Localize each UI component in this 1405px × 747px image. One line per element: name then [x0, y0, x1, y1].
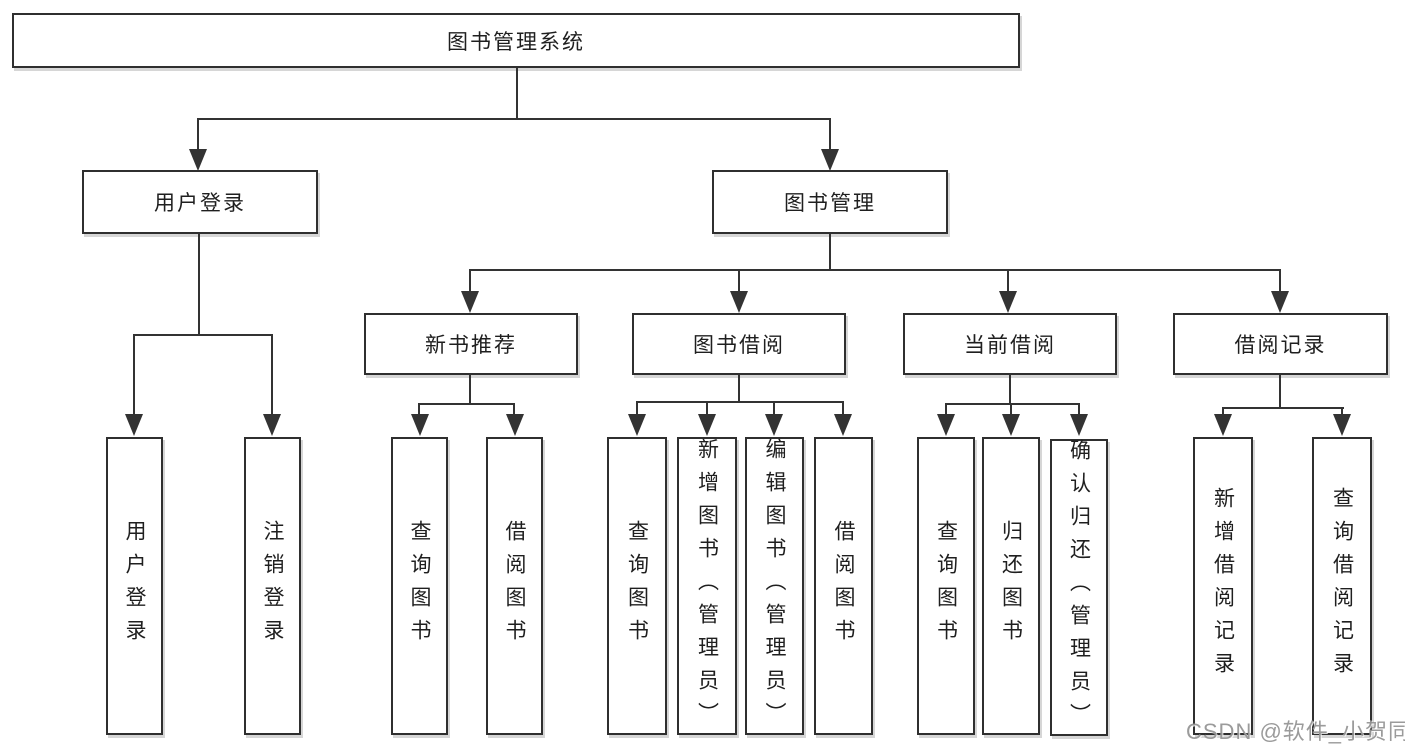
connector-line [1341, 407, 1343, 416]
connector-line [1279, 375, 1281, 409]
connector-line [829, 234, 831, 271]
connector-line [829, 118, 831, 151]
node-root-label: 图书管理系统 [447, 30, 585, 54]
connector-line [133, 334, 273, 336]
leaf-confirm-return-admin-label: 确认归还（管理员） [1067, 439, 1091, 736]
connector-line [738, 269, 740, 293]
leaf-query-books-recommend: 查询图书 [391, 437, 448, 735]
leaf-add-borrow-record-label: 新增借阅记录 [1211, 487, 1235, 685]
node-borrowing-records-label: 借阅记录 [1234, 334, 1327, 357]
arrowhead-down-icon [834, 414, 852, 436]
arrowhead-down-icon [1070, 414, 1088, 436]
connector-line [513, 403, 515, 416]
node-root: 图书管理系统 [12, 13, 1020, 68]
node-new-book-recommendation-label: 新书推荐 [425, 334, 517, 357]
leaf-user-login: 用户登录 [106, 437, 163, 735]
arrowhead-down-icon [125, 414, 143, 436]
leaf-user-login-label: 用户登录 [123, 520, 146, 652]
leaf-borrow-books-label: 借阅图书 [832, 520, 855, 652]
connector-line [197, 118, 831, 120]
node-new-book-recommendation: 新书推荐 [364, 313, 578, 375]
connector-line [469, 375, 471, 405]
node-book-management-label: 图书管理 [784, 192, 876, 215]
connector-line [1279, 269, 1281, 293]
connector-line [945, 403, 1080, 405]
connector-line [469, 269, 1281, 271]
arrowhead-down-icon [730, 291, 748, 313]
arrowhead-down-icon [506, 414, 524, 436]
leaf-query-books-current: 查询图书 [917, 437, 975, 735]
connector-line [1009, 375, 1011, 405]
leaf-return-books-label: 归还图书 [999, 520, 1023, 652]
arrowhead-down-icon [1214, 414, 1232, 436]
leaf-borrow-books: 借阅图书 [814, 437, 873, 735]
connector-line [418, 403, 515, 405]
connector-line [1007, 269, 1009, 293]
connector-line [418, 403, 420, 416]
connector-line [706, 401, 708, 416]
leaf-borrow-books-recommend: 借阅图书 [486, 437, 543, 735]
arrowhead-down-icon [189, 149, 207, 171]
arrowhead-down-icon [999, 291, 1017, 313]
leaf-edit-books-admin-label: 编辑图书（管理员） [763, 437, 786, 735]
leaf-return-books: 归还图书 [982, 437, 1040, 735]
arrowhead-down-icon [461, 291, 479, 313]
leaf-query-borrow-record: 查询借阅记录 [1312, 437, 1372, 735]
leaf-query-books-current-label: 查询图书 [934, 520, 958, 652]
arrowhead-down-icon [765, 414, 783, 436]
arrowhead-down-icon [628, 414, 646, 436]
connector-line [773, 401, 775, 416]
connector-line [945, 403, 947, 416]
arrowhead-down-icon [411, 414, 429, 436]
leaf-query-books-recommend-label: 查询图书 [408, 520, 431, 652]
arrowhead-down-icon [263, 414, 281, 436]
node-user-login-label: 用户登录 [154, 192, 246, 215]
connector-line [1078, 403, 1080, 416]
connector-line [198, 234, 200, 336]
leaf-query-books-borrow-label: 查询图书 [625, 520, 649, 652]
arrowhead-down-icon [1271, 291, 1289, 313]
node-borrowing-records: 借阅记录 [1173, 313, 1388, 375]
leaf-query-books-borrow: 查询图书 [607, 437, 667, 735]
node-book-management: 图书管理 [712, 170, 948, 234]
connector-line [197, 118, 199, 151]
connector-line [1222, 407, 1224, 416]
connector-line [738, 375, 740, 403]
leaf-logout: 注销登录 [244, 437, 301, 735]
connector-line [636, 401, 844, 403]
leaf-edit-books-admin: 编辑图书（管理员） [745, 437, 804, 735]
arrowhead-down-icon [698, 414, 716, 436]
arrowhead-down-icon [821, 149, 839, 171]
connector-line [842, 401, 844, 416]
leaf-confirm-return-admin: 确认归还（管理员） [1050, 439, 1108, 736]
arrowhead-down-icon [937, 414, 955, 436]
connector-line [516, 68, 518, 120]
leaf-add-books-admin-label: 新增图书（管理员） [695, 437, 719, 735]
leaf-add-borrow-record: 新增借阅记录 [1193, 437, 1253, 735]
node-current-borrowing-label: 当前借阅 [964, 334, 1056, 357]
node-book-borrowing: 图书借阅 [632, 313, 846, 375]
connector-line [469, 269, 471, 293]
connector-line [1010, 403, 1012, 416]
connector-line [1222, 407, 1344, 409]
connector-line [271, 334, 273, 416]
watermark: CSDN @软件_小贺同学 [1186, 719, 1405, 744]
connector-line [133, 334, 135, 416]
leaf-add-books-admin: 新增图书（管理员） [677, 437, 737, 735]
arrowhead-down-icon [1002, 414, 1020, 436]
node-current-borrowing: 当前借阅 [903, 313, 1117, 375]
leaf-logout-label: 注销登录 [261, 520, 284, 652]
leaf-borrow-books-recommend-label: 借阅图书 [503, 520, 526, 652]
node-user-login: 用户登录 [82, 170, 318, 234]
connector-line [636, 401, 638, 416]
node-book-borrowing-label: 图书借阅 [693, 334, 785, 357]
arrowhead-down-icon [1333, 414, 1351, 436]
leaf-query-borrow-record-label: 查询借阅记录 [1330, 487, 1354, 685]
